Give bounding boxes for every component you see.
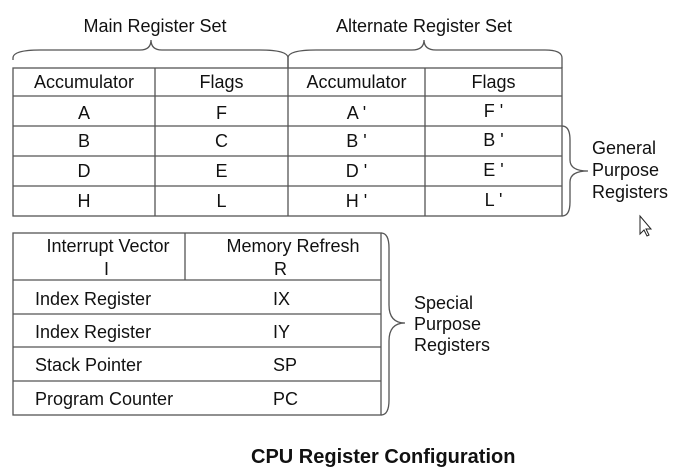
column-header-flags: Flags — [199, 72, 244, 92]
interrupt-vector-name: Interrupt Vector — [46, 236, 170, 256]
special-purpose-brace — [380, 232, 406, 416]
special-register-name: Index Register — [35, 289, 152, 309]
alternate-set-brace — [287, 39, 563, 68]
special-purpose-label-line3: Registers — [414, 335, 491, 355]
special-purpose-label-line1: Special — [414, 293, 474, 313]
register-cell: A ' — [346, 103, 367, 123]
general-purpose-brace — [561, 125, 589, 217]
main-set-header: Main Register Set — [83, 16, 227, 36]
main-set-brace — [12, 39, 289, 68]
register-cell: B — [77, 131, 90, 151]
mouse-pointer-icon — [639, 214, 653, 237]
register-cell: E ' — [483, 160, 504, 180]
register-cell: D ' — [345, 161, 368, 181]
memory-refresh-symbol: R — [274, 259, 287, 279]
register-cell: H ' — [345, 191, 368, 211]
special-register-name: Stack Pointer — [35, 355, 143, 375]
special-register-symbol: SP — [273, 355, 298, 375]
alternate-set-header: Alternate Register Set — [335, 16, 513, 36]
register-cell: E — [215, 161, 228, 181]
special-table-outline — [12, 232, 382, 416]
register-cell: L ' — [484, 190, 503, 210]
column-header-accumulator: Accumulator — [33, 72, 135, 92]
special-register-name: Index Register — [35, 322, 152, 342]
general-purpose-label-line3: Registers — [592, 182, 669, 202]
register-cell: D — [77, 161, 91, 181]
register-cell: H — [77, 191, 91, 211]
general-purpose-label-line1: General — [592, 138, 657, 158]
special-purpose-label-line2: Purpose — [414, 314, 482, 334]
memory-refresh-name: Memory Refresh — [226, 236, 360, 256]
column-header-alt-flags: Flags — [471, 72, 516, 92]
register-cell: F ' — [483, 101, 504, 121]
general-purpose-label-line2: Purpose — [592, 160, 660, 180]
special-register-name: Program Counter — [35, 389, 174, 409]
interrupt-vector-symbol: I — [104, 259, 110, 279]
column-header-alt-accumulator: Accumulator — [306, 72, 407, 92]
special-register-symbol: IY — [273, 322, 291, 342]
figure-caption: CPU Register Configuration — [251, 446, 516, 468]
register-cell: A — [77, 103, 90, 123]
register-cell: F — [216, 103, 227, 123]
special-register-symbol: PC — [273, 389, 299, 409]
register-cell: B ' — [483, 130, 504, 150]
register-cell: B ' — [346, 131, 367, 151]
register-cell: C — [215, 131, 228, 151]
special-register-symbol: IX — [273, 289, 291, 309]
register-cell: L — [216, 191, 227, 211]
